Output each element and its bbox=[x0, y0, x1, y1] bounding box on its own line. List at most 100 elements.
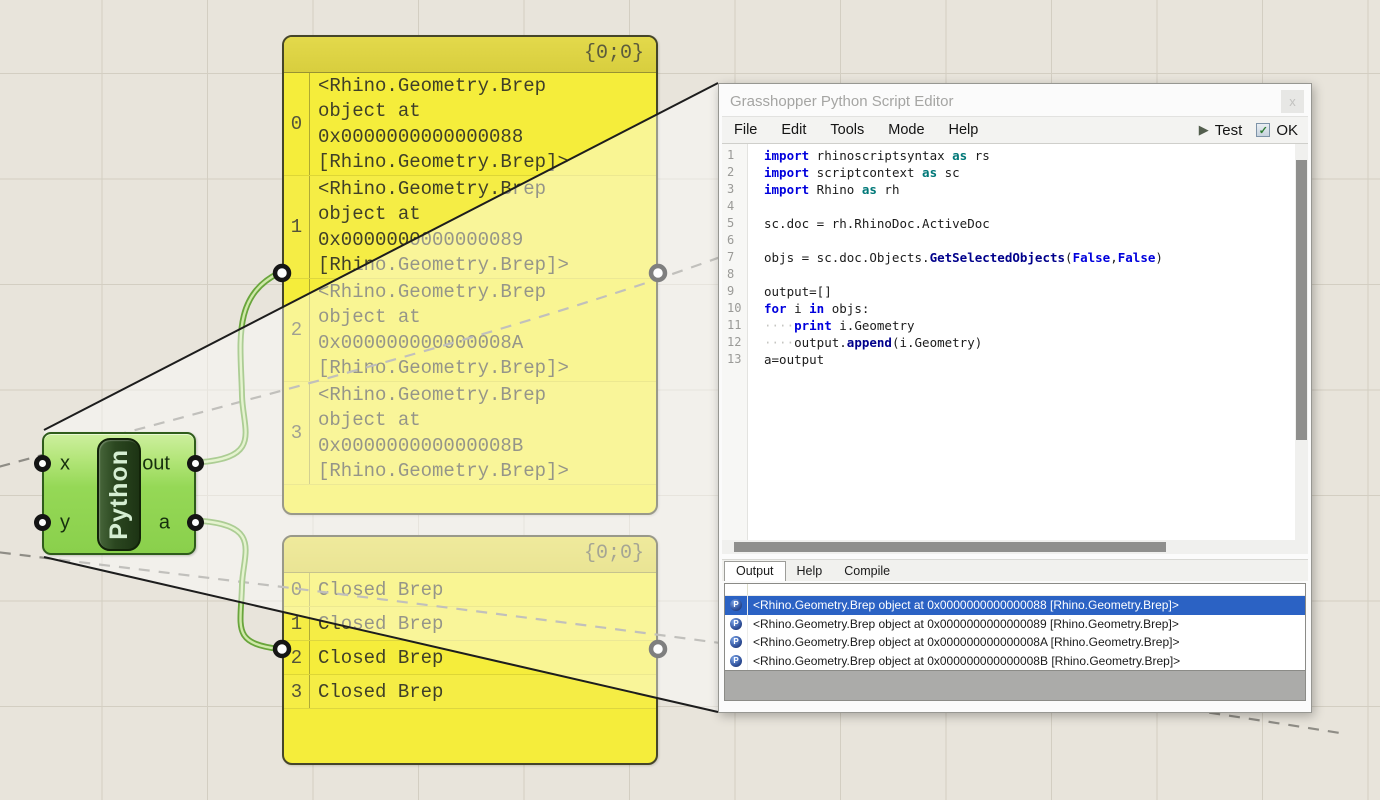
line-number: 10 bbox=[727, 301, 742, 315]
panel-row-index: 1 bbox=[284, 607, 310, 640]
close-button[interactable]: x bbox=[1281, 90, 1304, 113]
panel-row-text: <Rhino.Geometry.Brep object at 0x0000000… bbox=[318, 384, 569, 483]
titlebar[interactable]: Grasshopper Python Script Editor x bbox=[722, 87, 1308, 116]
output-row[interactable]: P <Rhino.Geometry.Brep object at 0x000000… bbox=[725, 614, 1305, 633]
line-number: 13 bbox=[727, 352, 742, 366]
python-component-label: Python bbox=[104, 449, 133, 540]
vertical-scrollbar[interactable] bbox=[1295, 144, 1308, 540]
output-row-text: <Rhino.Geometry.Brep object at 0x0000000… bbox=[753, 616, 1179, 631]
code-line: a=output bbox=[764, 352, 825, 367]
wire-out-to-panel[interactable] bbox=[199, 270, 282, 465]
panel-row-text: Closed Brep bbox=[318, 579, 444, 601]
panel-row-text: <Rhino.Geometry.Brep object at 0x0000000… bbox=[318, 178, 569, 277]
menu-item-help[interactable]: Help bbox=[948, 122, 979, 138]
vertical-scrollbar-thumb[interactable] bbox=[1296, 160, 1307, 440]
menu-item-edit[interactable]: Edit bbox=[781, 122, 807, 138]
line-number: 1 bbox=[727, 148, 735, 162]
panel-row-text: <Rhino.Geometry.Brep object at 0x0000000… bbox=[318, 281, 569, 380]
output-tabs: Output Help Compile bbox=[722, 560, 1308, 581]
panel-path-badge: {0;0} bbox=[284, 537, 656, 573]
line-number: 5 bbox=[727, 216, 735, 230]
panel-row: 1 Closed Brep bbox=[284, 607, 656, 641]
tab-compile[interactable]: Compile bbox=[844, 564, 891, 578]
panel-row-text: Closed Brep bbox=[318, 681, 444, 703]
menu-item-tools[interactable]: Tools bbox=[830, 122, 865, 138]
horizontal-scrollbar-thumb[interactable] bbox=[734, 542, 1166, 552]
code-line: objs = sc.doc.Objects.GetSelectedObjects… bbox=[764, 250, 1163, 265]
tab-help[interactable]: Help bbox=[796, 564, 823, 578]
line-number: 8 bbox=[727, 267, 735, 281]
output-connector-out[interactable] bbox=[187, 455, 204, 472]
tab-output[interactable]: Output bbox=[724, 561, 786, 581]
code-line bbox=[764, 198, 1308, 215]
code-line bbox=[764, 232, 1308, 249]
ok-button[interactable]: ✓ OK bbox=[1256, 122, 1298, 139]
line-number: 2 bbox=[727, 165, 735, 179]
output-label-a: a bbox=[158, 511, 170, 534]
wire-a-to-panel[interactable] bbox=[199, 518, 282, 652]
input-label-y: y bbox=[60, 511, 70, 534]
panel-row-index: 2 bbox=[284, 279, 310, 381]
panel-row-index: 0 bbox=[284, 573, 310, 606]
panel-row-index: 0 bbox=[284, 73, 310, 175]
line-number: 6 bbox=[727, 233, 735, 247]
panel-path-badge: {0;0} bbox=[284, 37, 656, 73]
code-line: ····output.append(i.Geometry) bbox=[764, 335, 983, 350]
input-label-x: x bbox=[60, 452, 70, 475]
output-row[interactable]: P<Rhino.Geometry.Brep object at 0x000000… bbox=[725, 633, 1305, 652]
output-label-out: out bbox=[142, 452, 170, 475]
panel-rows: 0<Rhino.Geometry.Brep object at 0x000000… bbox=[284, 73, 656, 485]
panel-row-index: 3 bbox=[284, 382, 310, 484]
output-row[interactable]: P<Rhino.Geometry.Brep object at 0x000000… bbox=[725, 596, 1305, 615]
line-number: 11 bbox=[727, 318, 742, 332]
code-line bbox=[764, 266, 1308, 283]
code-line: import Rhino as rh bbox=[764, 182, 900, 197]
output-row-text: <Rhino.Geometry.Brep object at 0x0000000… bbox=[753, 653, 1181, 668]
output-list[interactable]: P <Rhino.Geometry.Brep object at 0x000000… bbox=[724, 583, 1306, 701]
test-button[interactable]: ▶ Test bbox=[1199, 122, 1243, 139]
panel-row: 0 Closed Brep bbox=[284, 573, 656, 607]
panel-brep-objects[interactable]: {0;0} 0<Rhino.Geometry.Brep object at 0x… bbox=[282, 35, 658, 515]
line-number: 12 bbox=[727, 335, 742, 349]
line-number: 7 bbox=[727, 250, 735, 264]
panel-row-index: 1 bbox=[284, 176, 310, 278]
panel-row-text: <Rhino.Geometry.Brep object at 0x0000000… bbox=[318, 75, 569, 174]
panel-row: 1<Rhino.Geometry.Brep object at 0x000000… bbox=[284, 176, 656, 279]
panel-row-text: Closed Brep bbox=[318, 647, 444, 669]
horizontal-scrollbar[interactable] bbox=[722, 540, 1308, 554]
output-connector-a[interactable] bbox=[187, 514, 204, 531]
menubar: File Edit Tools Mode Help ▶ Test ✓ OK bbox=[722, 116, 1308, 144]
input-connector-x[interactable] bbox=[34, 455, 51, 472]
panel-row-index: 3 bbox=[284, 675, 310, 708]
output-row[interactable]: P <Rhino.Geometry.Brep object at 0x000000… bbox=[725, 651, 1305, 670]
python-component[interactable]: Python x y out a bbox=[34, 432, 204, 555]
output-row-text: <Rhino.Geometry.Brep object at 0x0000000… bbox=[753, 598, 1179, 613]
output-row-text: <Rhino.Geometry.Brep object at 0x0000000… bbox=[753, 635, 1180, 650]
menu-item-file[interactable]: File bbox=[734, 122, 758, 138]
panel-row-text: Closed Brep bbox=[318, 613, 444, 635]
panel-row: 3 Closed Brep bbox=[284, 675, 656, 709]
code-line: for i in objs: bbox=[764, 301, 870, 316]
code-line: output=[] bbox=[764, 284, 832, 299]
python-component-capsule[interactable]: Python bbox=[97, 438, 141, 551]
panel-row: 3<Rhino.Geometry.Brep object at 0x000000… bbox=[284, 382, 656, 485]
code-line: import rhinoscriptsyntax as rs bbox=[764, 148, 990, 163]
python-file-icon: P bbox=[725, 614, 748, 633]
output-list-filler bbox=[725, 670, 1305, 700]
panel-row: 2<Rhino.Geometry.Brep object at 0x000000… bbox=[284, 279, 656, 382]
python-file-icon: P bbox=[725, 651, 748, 670]
python-script-editor-window[interactable]: Grasshopper Python Script Editor x File E… bbox=[718, 83, 1312, 713]
code-line: sc.doc = rh.RhinoDoc.ActiveDoc bbox=[764, 216, 990, 231]
check-icon: ✓ bbox=[1256, 123, 1271, 137]
line-number: 9 bbox=[727, 284, 735, 298]
input-connector-y[interactable] bbox=[34, 514, 51, 531]
play-icon: ▶ bbox=[1198, 122, 1209, 137]
menu-item-mode[interactable]: Mode bbox=[888, 122, 925, 138]
